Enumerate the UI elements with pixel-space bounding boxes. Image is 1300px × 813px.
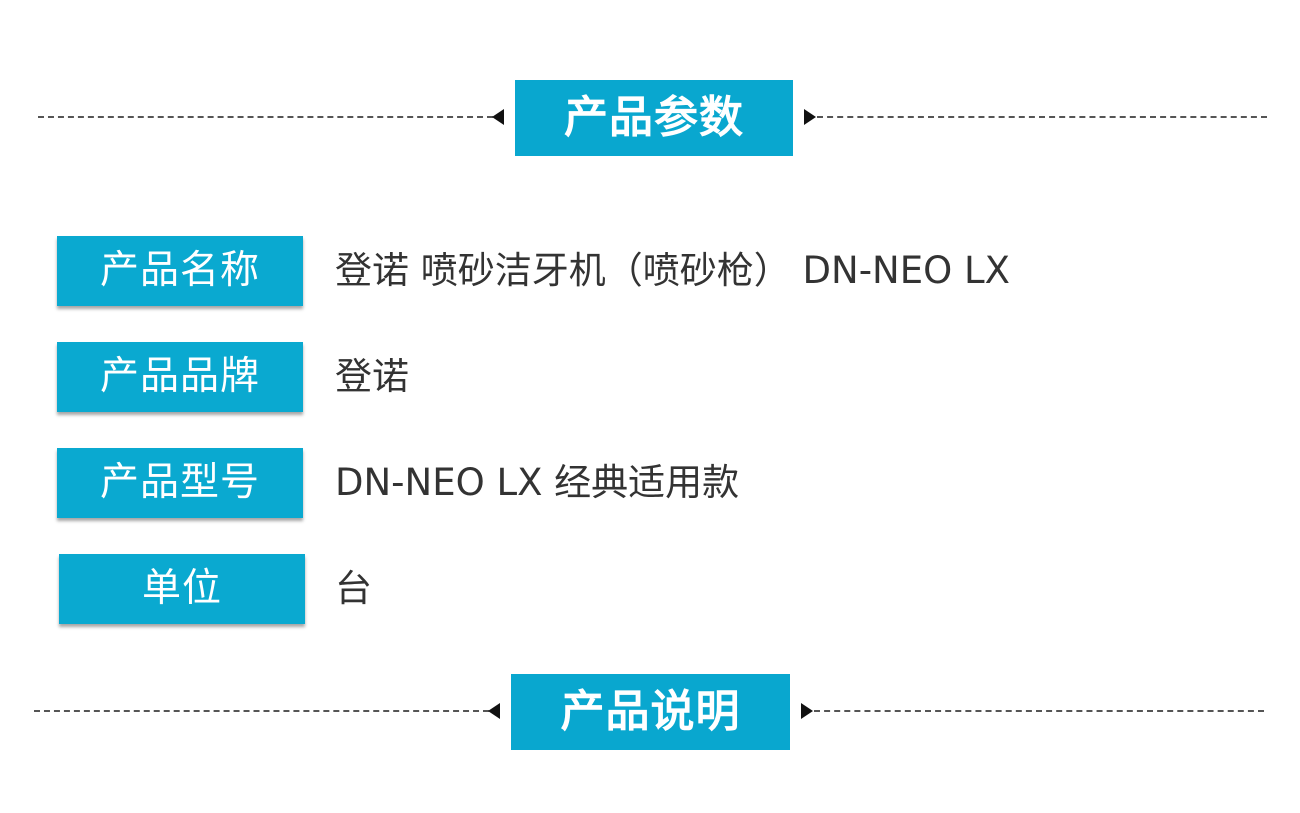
param-value: 登诺 喷砂洁牙机（喷砂枪） DN-NEO LX: [335, 249, 1010, 292]
param-row-name: 产品名称 登诺 喷砂洁牙机（喷砂枪） DN-NEO LX: [0, 236, 1300, 308]
arrow-right-icon: [801, 703, 813, 719]
arrow-left-icon: [488, 703, 500, 719]
arrow-left-icon: [492, 109, 504, 125]
section-header-description: 产品说明: [0, 674, 1300, 752]
param-value: 登诺: [335, 355, 409, 398]
param-label: 产品品牌: [57, 342, 303, 412]
param-row-brand: 产品品牌 登诺: [0, 342, 1300, 414]
param-row-model: 产品型号 DN-NEO LX 经典适用款: [0, 448, 1300, 520]
param-label: 单位: [59, 554, 305, 624]
param-label: 产品名称: [57, 236, 303, 306]
param-row-unit: 单位 台: [0, 554, 1300, 626]
section-header-params: 产品参数: [0, 80, 1300, 158]
section-title: 产品参数: [515, 80, 793, 156]
divider-left: [38, 116, 493, 118]
param-value: DN-NEO LX 经典适用款: [335, 461, 740, 504]
param-value: 台: [335, 567, 372, 610]
arrow-right-icon: [804, 109, 816, 125]
divider-right: [817, 116, 1267, 118]
divider-right: [814, 710, 1264, 712]
param-label: 产品型号: [57, 448, 303, 518]
section-title: 产品说明: [511, 674, 790, 750]
divider-left: [34, 710, 489, 712]
